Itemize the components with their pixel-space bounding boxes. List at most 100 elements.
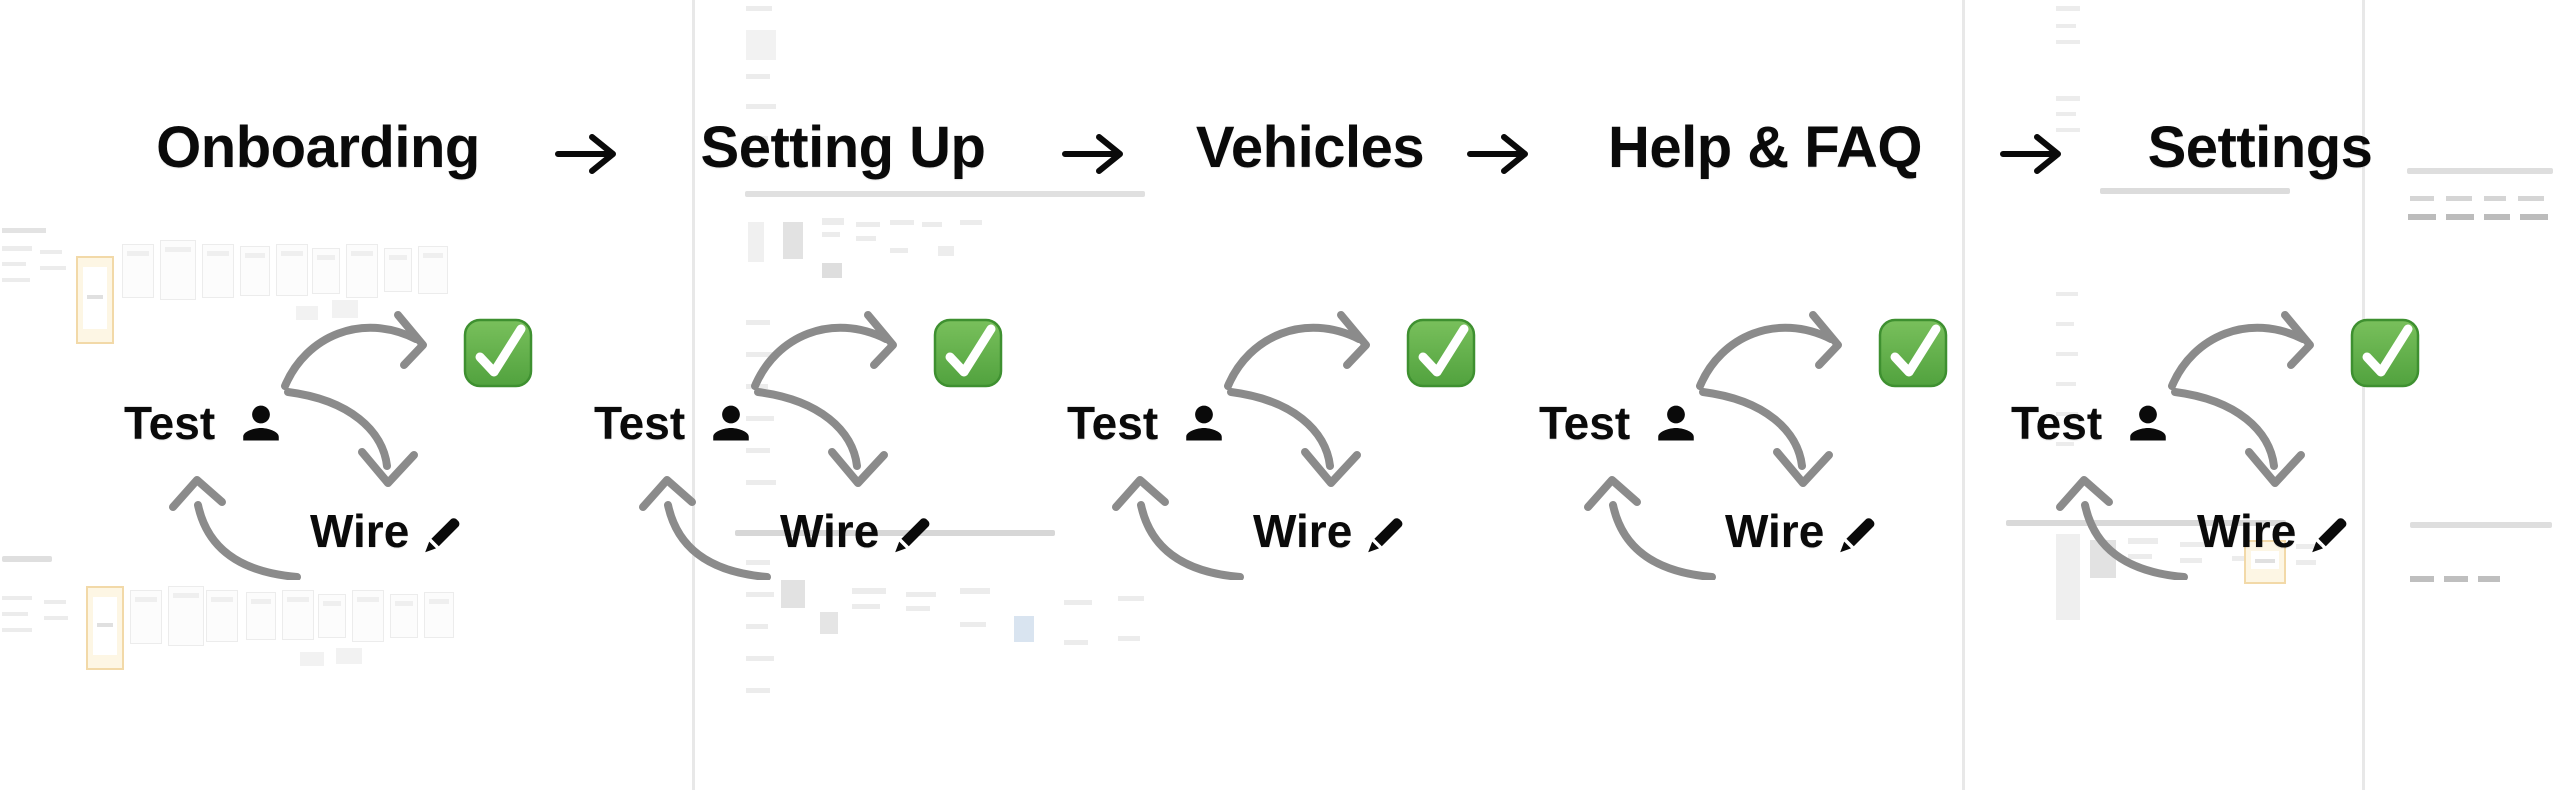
arrowhead: [1301, 448, 1361, 487]
bg-frame: [246, 592, 276, 640]
bg-block: [960, 588, 990, 594]
check-mark-button-icon: [462, 316, 534, 388]
test-step: Test: [124, 394, 287, 452]
bg-block: [856, 236, 876, 241]
arrow-test-to-check: [751, 323, 890, 390]
arrow-wire-to-test: [664, 501, 771, 580]
arrowhead: [2245, 448, 2305, 487]
bg-block: [781, 580, 805, 608]
bg-block: [1014, 616, 1034, 642]
bg-block: [2, 278, 30, 282]
arrow-wire-to-test: [194, 501, 301, 580]
check-mark-button-icon: [2349, 316, 2421, 388]
arrowhead: [828, 448, 888, 487]
bg-highlighted-frame: [76, 256, 114, 344]
arrowhead: [394, 311, 427, 369]
bg-block: [2056, 292, 2078, 296]
cycle-diagram-help-faq: Test Wire: [1525, 300, 1955, 580]
arrowhead: [1584, 476, 1641, 511]
bg-frame: [352, 590, 384, 642]
bg-frame: [130, 590, 162, 644]
bg-frame: [346, 244, 378, 298]
person-icon: [243, 405, 279, 441]
arrowhead: [1773, 448, 1833, 487]
arrow-test-to-check: [281, 323, 420, 390]
test-label: Test: [124, 397, 216, 449]
person-icon: [2130, 405, 2166, 441]
cycle-loop-arrows: [2056, 311, 2314, 580]
test-step: Test: [1539, 394, 1702, 452]
bg-block: [2, 628, 32, 632]
bg-block: [2444, 576, 2468, 582]
bg-block: [822, 218, 844, 225]
arrowhead: [864, 311, 897, 369]
arrow-test-to-wire: [754, 388, 861, 470]
stage-title-onboarding: Onboarding: [156, 115, 480, 180]
wire-step: Wire: [2197, 504, 2356, 558]
test-label: Test: [1539, 397, 1631, 449]
cycle-diagram-vehicles: Test Wire: [1053, 300, 1483, 580]
pencil-icon: [1368, 518, 1403, 553]
arrow-test-to-wire: [284, 388, 391, 470]
test-step: Test: [2011, 394, 2174, 452]
pencil-icon: [895, 518, 930, 553]
check-mark-button-icon: [932, 316, 1004, 388]
wire-step: Wire: [310, 504, 469, 558]
wire-step: Wire: [780, 504, 939, 558]
arrowhead: [358, 448, 418, 487]
bg-frame: [424, 592, 454, 638]
arrow-test-to-wire: [1227, 388, 1334, 470]
bg-block: [960, 622, 986, 627]
bg-frame: [318, 594, 346, 638]
arrowhead: [169, 476, 226, 511]
arrowhead: [2056, 476, 2113, 511]
cycle-diagram-onboarding: Test Wire: [110, 300, 540, 580]
stage-title-vehicles: Vehicles: [1195, 115, 1425, 180]
bg-block: [783, 222, 803, 259]
pencil-icon: [2312, 518, 2347, 553]
bg-block: [2, 228, 46, 233]
bg-frame: [202, 244, 234, 298]
bg-frame: [160, 240, 196, 300]
flow-arrow-icon: [2000, 134, 2061, 174]
arrowhead: [2281, 311, 2314, 369]
check-mark-button-icon: [1405, 316, 1477, 388]
bg-block: [2520, 214, 2548, 220]
bg-block: [1064, 640, 1088, 645]
bg-block: [746, 656, 774, 661]
cycle-diagram-settings: Test Wire: [1997, 300, 2427, 580]
bg-block: [2478, 576, 2500, 582]
wire-label: Wire: [1725, 505, 1825, 557]
bg-frame: [312, 248, 340, 294]
bg-block: [820, 612, 838, 634]
bg-text-line: [2407, 168, 2553, 174]
arrow-test-to-check: [2168, 323, 2307, 390]
bg-frame: [282, 590, 314, 640]
bg-block: [822, 232, 840, 237]
bg-block: [856, 222, 880, 227]
cycle-loop-arrows: [1112, 311, 1370, 580]
stage-title-help-faq: Help & FAQ: [1607, 115, 1923, 180]
bg-block: [2, 596, 32, 600]
arrow-wire-to-test: [1137, 501, 1244, 580]
stage-title-setting-up: Setting Up: [700, 115, 986, 180]
bg-text-line: [2410, 522, 2552, 528]
arrowhead: [639, 476, 696, 511]
cycle-diagram-setting-up: Test Wire: [580, 300, 1010, 580]
bg-block: [852, 604, 880, 609]
pencil-icon: [1840, 518, 1875, 553]
bg-block: [2446, 196, 2472, 201]
arrow-test-to-check: [1224, 323, 1363, 390]
bg-block: [746, 624, 768, 629]
bg-block: [890, 248, 908, 253]
bg-block: [748, 222, 764, 262]
arrow-wire-to-test: [1609, 501, 1716, 580]
wire-label: Wire: [1253, 505, 1353, 557]
bg-block: [922, 222, 942, 227]
bg-block: [746, 592, 774, 597]
bg-frame: [418, 246, 448, 294]
wire-step: Wire: [1253, 504, 1412, 558]
wire-label: Wire: [780, 505, 880, 557]
bg-text-line: [2, 556, 52, 562]
bg-text-line: [745, 191, 1145, 197]
